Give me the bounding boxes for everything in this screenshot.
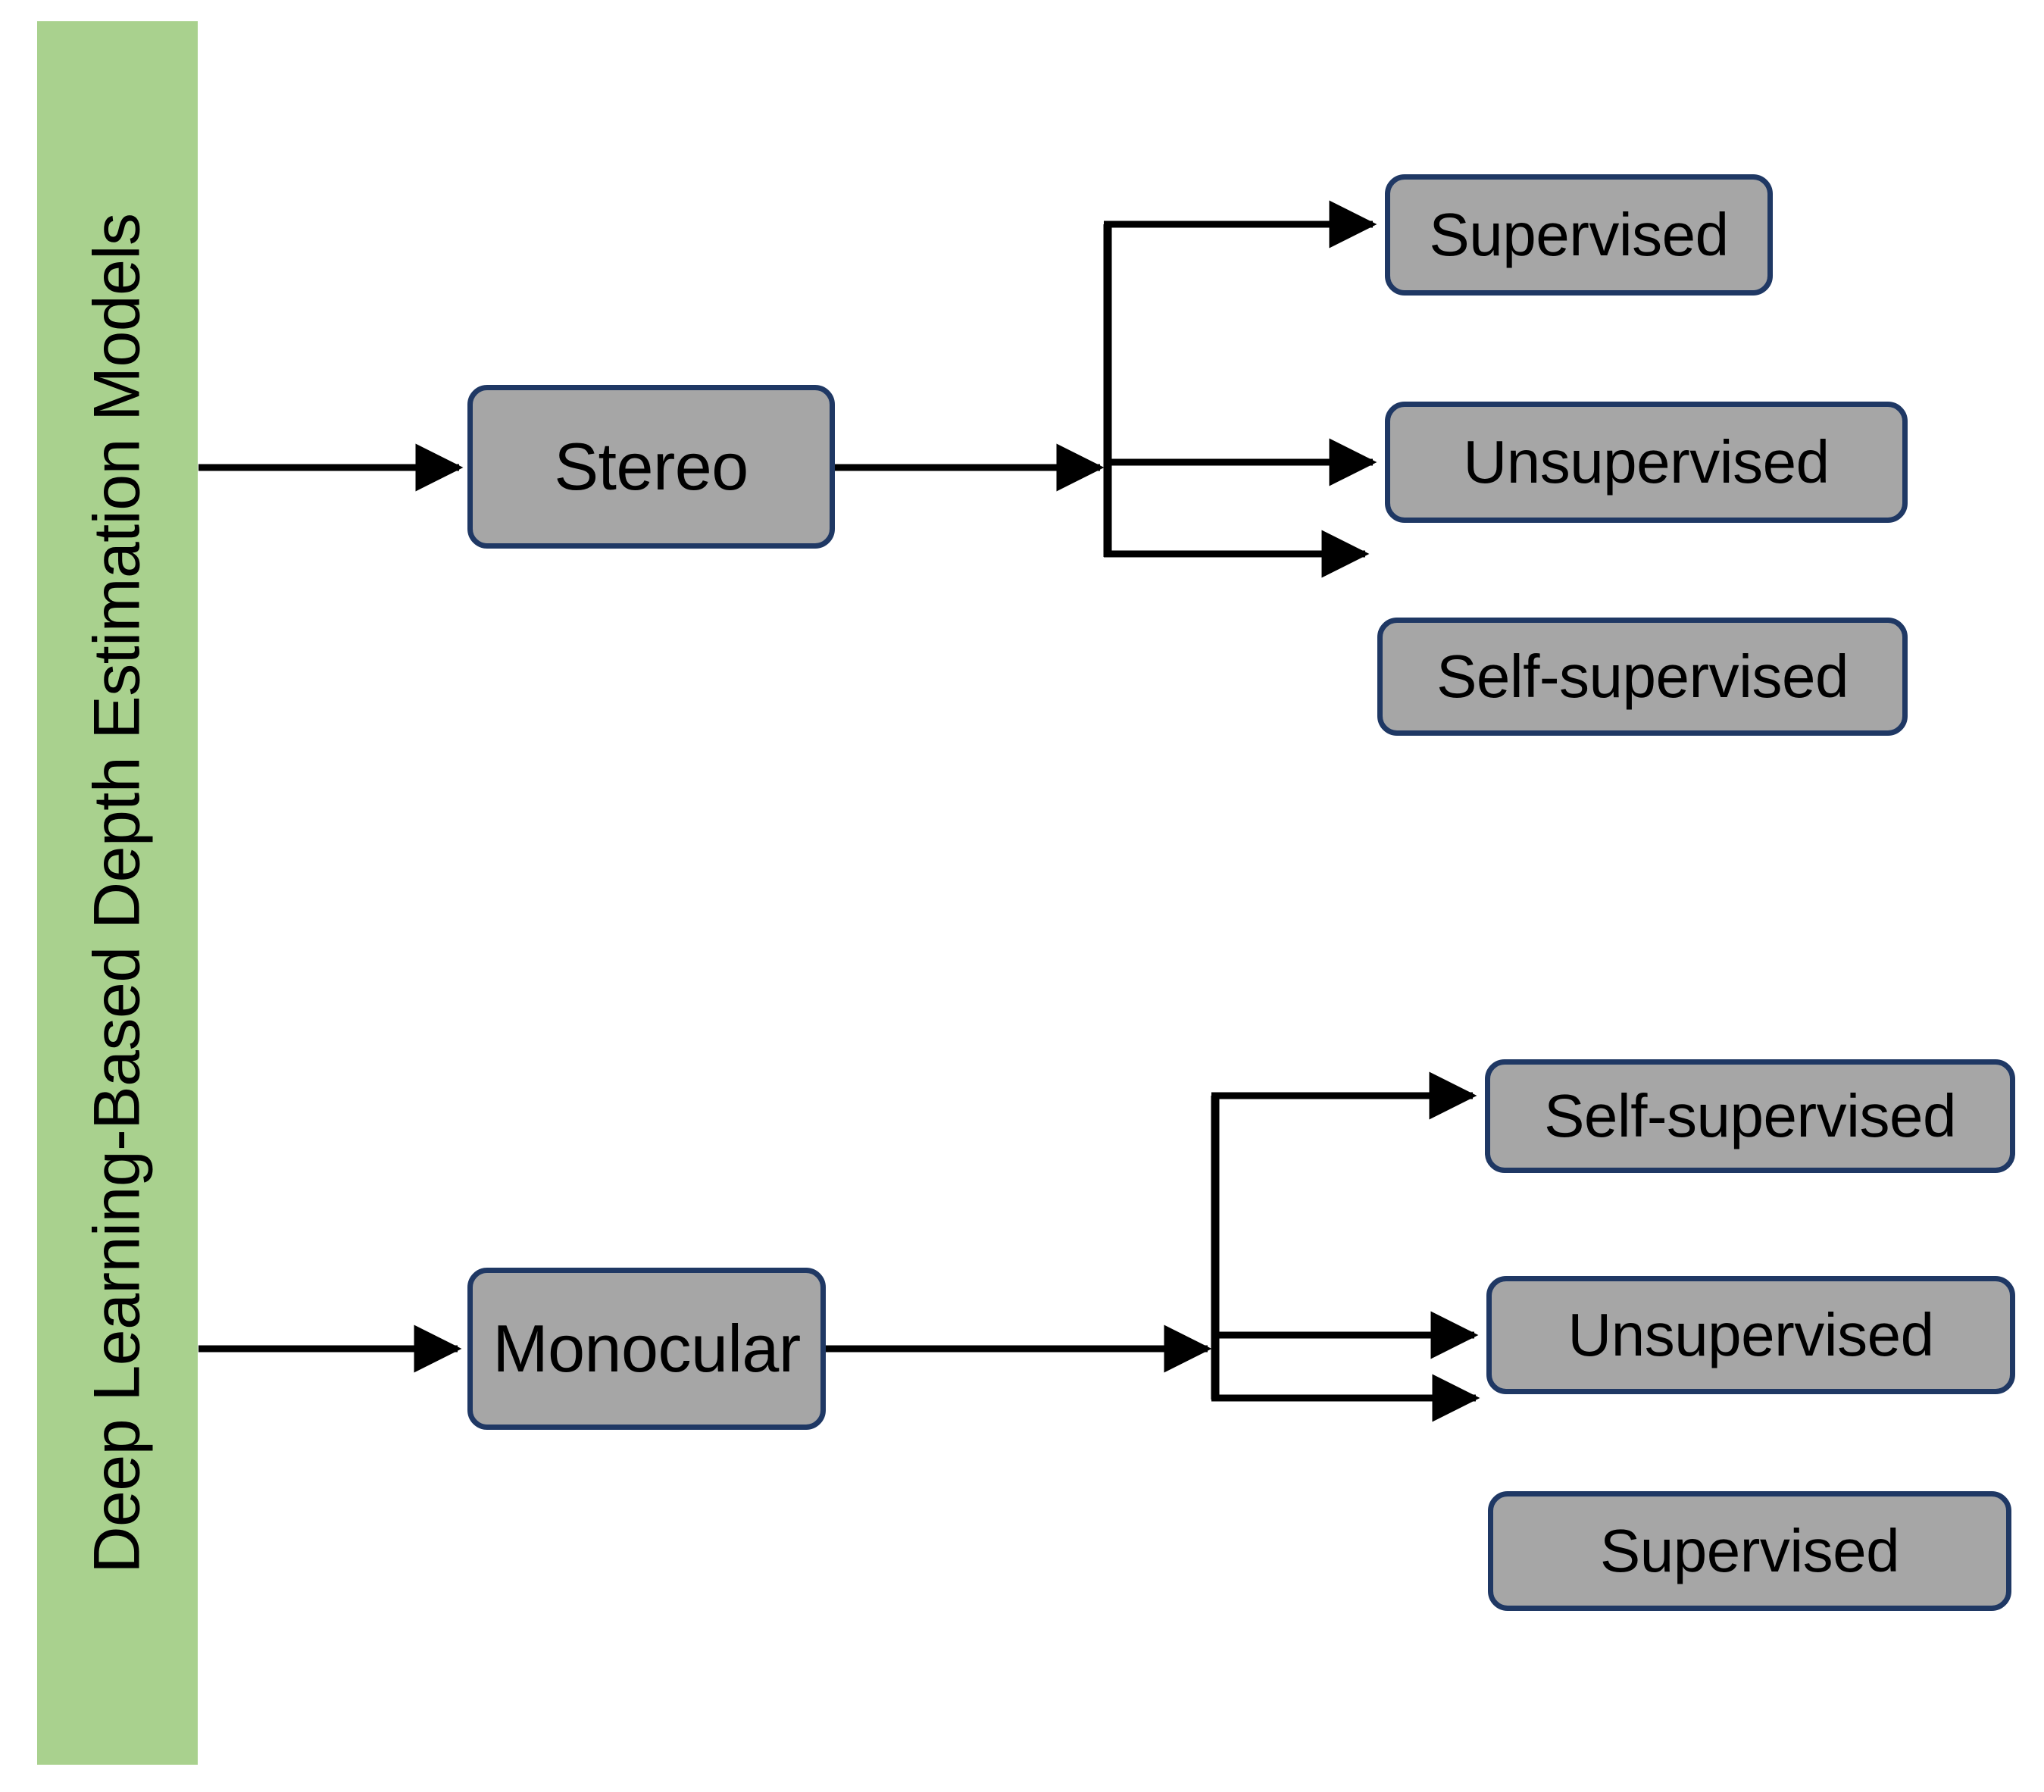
- node-stereo-unsupervised-label: Unsupervised: [1463, 428, 1830, 496]
- node-monocular-self-supervised[interactable]: Self-supervised: [1485, 1059, 2015, 1173]
- node-monocular[interactable]: Monocular: [467, 1268, 826, 1430]
- node-monocular-unsupervised[interactable]: Unsupervised: [1486, 1276, 2015, 1394]
- node-monocular-unsupervised-label: Unsupervised: [1567, 1301, 1934, 1368]
- node-monocular-supervised-label: Supervised: [1599, 1517, 1900, 1584]
- node-stereo-label: Stereo: [554, 429, 749, 504]
- node-stereo-unsupervised[interactable]: Unsupervised: [1385, 402, 1908, 523]
- root-category-panel: Deep Learning-Based Depth Estimation Mod…: [37, 21, 198, 1765]
- node-stereo-supervised[interactable]: Supervised: [1385, 174, 1773, 296]
- node-monocular-self-supervised-label: Self-supervised: [1544, 1082, 1956, 1149]
- node-monocular-label: Monocular: [492, 1311, 801, 1386]
- node-stereo-self-supervised-label: Self-supervised: [1436, 643, 1849, 710]
- root-category-label: Deep Learning-Based Depth Estimation Mod…: [81, 212, 154, 1574]
- node-stereo[interactable]: Stereo: [467, 385, 835, 549]
- node-monocular-supervised[interactable]: Supervised: [1488, 1491, 2011, 1611]
- node-stereo-supervised-label: Supervised: [1429, 201, 1729, 268]
- node-stereo-self-supervised[interactable]: Self-supervised: [1377, 618, 1908, 736]
